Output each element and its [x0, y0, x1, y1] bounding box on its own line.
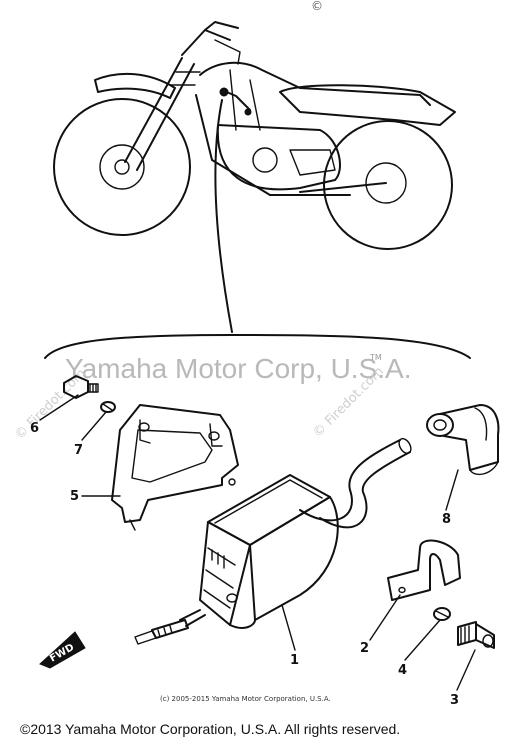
callout-7: 7 — [74, 443, 83, 458]
callout-1: 1 — [290, 653, 299, 668]
callout-3: 3 — [450, 693, 459, 708]
hv-lead-cable — [299, 439, 401, 522]
part-8-plug-cap — [426, 404, 500, 476]
watermark-tm: TM — [369, 353, 382, 362]
part-5-bracket — [111, 404, 239, 531]
motorcycle-illustration — [53, 21, 456, 250]
part-6-bolt — [63, 375, 99, 399]
part-3-screw — [457, 621, 495, 649]
footer-copyright: ©2013 Yamaha Motor Corporation, U.S.A. A… — [20, 721, 400, 737]
callout-5: 5 — [70, 489, 79, 504]
part-4-washer — [433, 607, 451, 621]
part-7-washer — [100, 401, 116, 413]
part-2-clamp — [387, 539, 461, 601]
rear-hub — [365, 162, 407, 204]
callout-4: 4 — [398, 663, 407, 678]
location-leader-line — [214, 99, 233, 333]
front-hub — [99, 144, 145, 190]
callout-leaders — [39, 394, 476, 691]
hv-lead-cable-edge — [319, 451, 411, 529]
part-1-ignition-coil — [134, 474, 339, 645]
rear-wheel — [323, 120, 453, 250]
top-corner-mark: © — [311, 0, 323, 13]
section-bracket — [44, 334, 471, 359]
small-copyright: (c) 2005-2015 Yamaha Motor Corporation, … — [160, 695, 331, 703]
callout-2: 2 — [360, 641, 369, 656]
watermark-text: Yamaha Motor Corp, U.S.A. — [65, 353, 412, 384]
callout-6: 6 — [30, 421, 39, 436]
callout-8: 8 — [442, 512, 451, 527]
front-wheel — [53, 98, 191, 236]
fwd-arrow-icon: FWD — [39, 631, 86, 669]
